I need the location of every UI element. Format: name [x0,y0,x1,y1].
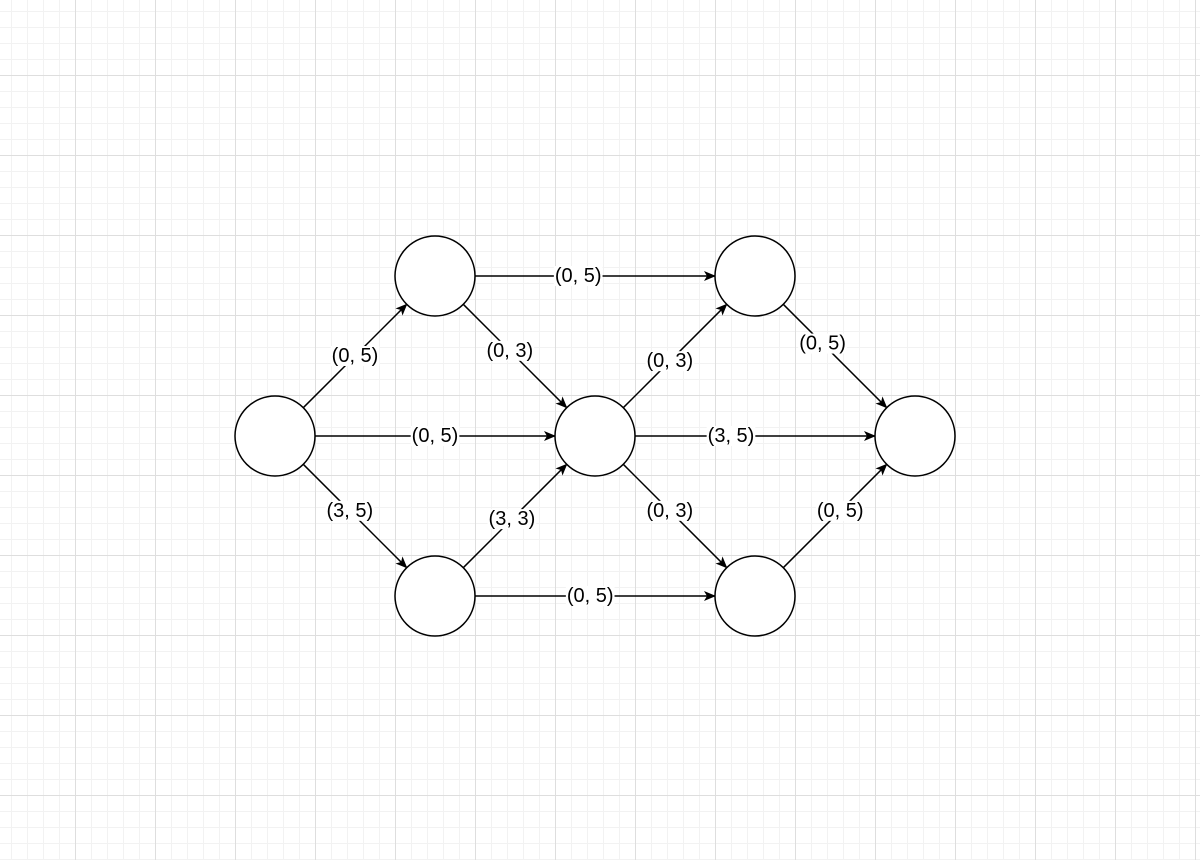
node-n4[interactable] [394,555,476,637]
edge-label: (0, 5) [555,265,602,287]
edge-label-background [706,426,756,446]
edge-label-group: (0, 3) [485,340,535,362]
edge-label-group: (0, 5) [798,333,847,355]
edge-label-background [645,500,695,521]
edge-label-group: (0, 5) [815,500,865,522]
edge-label: (0, 5) [799,333,846,355]
edge-label-background [410,426,460,446]
edge-label: (0, 3) [646,500,693,522]
edge-label-group: (3, 3) [487,508,537,530]
edge-label: (3, 5) [708,425,755,447]
edge-label-background [487,509,537,530]
node-n7[interactable] [874,395,956,477]
edge-label: (0, 5) [412,425,459,447]
edge-label: (3, 5) [326,500,373,522]
node-n1[interactable] [234,395,316,477]
edge-label: (0, 5) [817,500,864,522]
node-n5[interactable] [714,235,796,317]
edge-label-background [565,586,615,606]
edge-label: (0, 3) [486,340,533,362]
edge-label-group: (0, 3) [645,350,695,372]
edge-label-group: (0, 5) [565,585,615,607]
edge-label-group: (0, 5) [410,425,460,447]
edge-label-background [815,500,865,521]
edge-label: (0, 5) [567,585,614,607]
nodes-layer [234,235,956,637]
labels-layer: (0, 5) (0, 5) (3, 5) (0, 5) (0, 3) (3, 3) (0, … [325,265,865,607]
edge-label-background [645,351,695,372]
edge-label-group: (0, 5) [553,265,603,287]
edge-label-group: (3, 5) [706,425,756,447]
edge-label: (0, 3) [646,350,693,372]
node-n2[interactable] [394,235,476,317]
node-n6[interactable] [714,555,796,637]
edge-label-background [553,266,603,286]
edge-n5-n7 [782,303,888,409]
edge-label-background [485,340,535,361]
node-n3[interactable] [554,395,636,477]
edge-label-background [325,500,375,521]
edge-label-background [330,346,380,366]
edge-label: (0, 5) [332,345,379,367]
edge-label-background [798,333,847,354]
edge-label-group: (0, 5) [330,345,380,367]
edge-label-group: (3, 5) [325,500,375,522]
edge-label: (3, 3) [489,508,536,530]
edge-label-group: (0, 3) [645,500,695,522]
